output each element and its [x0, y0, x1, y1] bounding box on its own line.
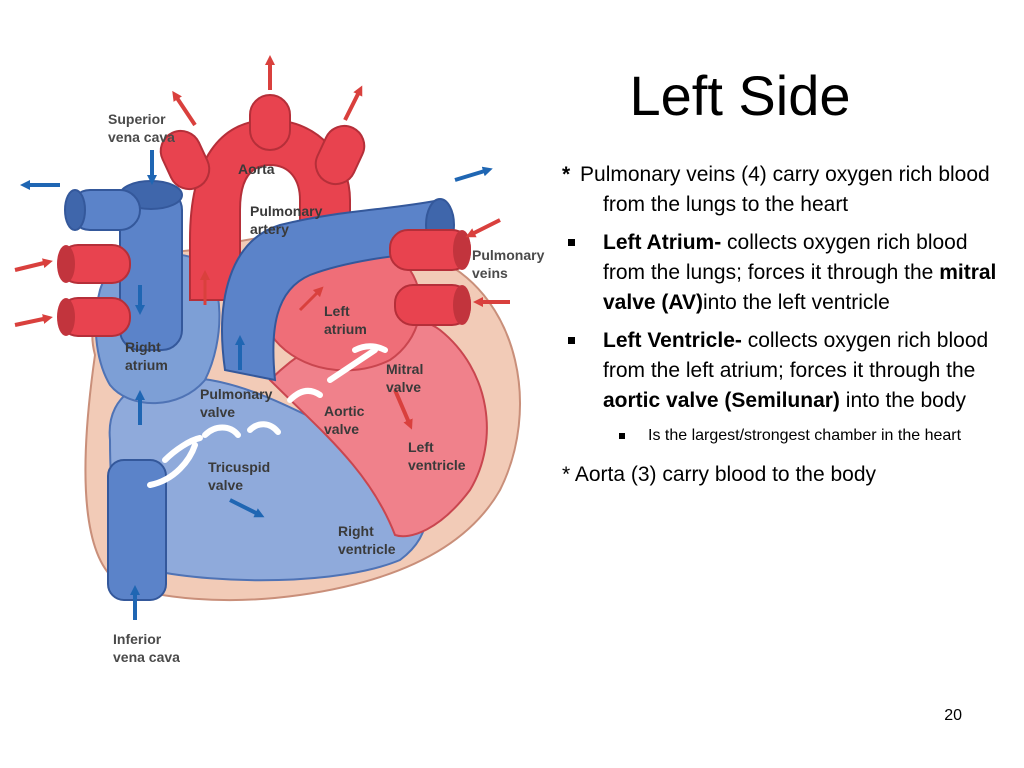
- label-pulmonary-valve: Pulmonary valve: [200, 386, 273, 420]
- arrow-red-pv-right-1: [465, 218, 501, 238]
- label-left-atrium: Left atrium: [324, 303, 367, 337]
- item3-bold2: aortic valve (Semilunar): [603, 389, 840, 412]
- aorta: [189, 118, 351, 301]
- aorta-branch-3: [314, 124, 366, 186]
- label-right-ventricle: Right ventricle: [338, 523, 396, 557]
- label-superior-vena-cava: Superior vena cava: [108, 111, 175, 145]
- label-inferior-vena-cava: Inferior vena cava: [113, 631, 180, 665]
- aorta-branch-1: [159, 129, 211, 191]
- label-aorta: Aorta: [238, 161, 275, 177]
- heart-diagram: Superior vena cava Aorta Pulmonary arter…: [0, 40, 560, 680]
- item2-text1: collects oxygen rich blood from the lung…: [603, 231, 968, 284]
- aortic-valve: [287, 387, 323, 403]
- item2-bold2: mitral valve (AV): [603, 261, 997, 314]
- square-bullet-icon: [568, 239, 575, 246]
- item-left-atrium: Left Atrium- collects oxygen rich blood …: [562, 228, 1002, 318]
- arrow-red-la: [298, 286, 324, 312]
- arrow-red-lv: [393, 389, 413, 430]
- item2-bold1: Left Atrium-: [603, 231, 722, 254]
- page-number: 20: [944, 707, 962, 724]
- item-pulmonary-veins: * Pulmonary veins (4) carry oxygen rich …: [562, 160, 1002, 220]
- arrow-red-pv-left-2: [14, 314, 53, 327]
- arrow-blue-rv: [229, 498, 265, 518]
- label-pulmonary-veins: Pulmonary veins: [472, 247, 545, 281]
- square-sub-bullet-icon: [619, 433, 625, 439]
- arrow-red-aorta-1: [172, 90, 197, 127]
- arrow-red-pv-left-1: [14, 258, 53, 272]
- item1-star: *: [562, 163, 571, 186]
- item-left-ventricle-sub: Is the largest/strongest chamber in the …: [562, 424, 1002, 448]
- item3-text1: collects oxygen rich blood from the left…: [603, 329, 989, 382]
- mitral-valve: [327, 343, 388, 383]
- arrow-blue-pa-right: [454, 166, 493, 182]
- slide-title: Left Side: [629, 64, 851, 127]
- item3-bold1: Left Ventricle-: [603, 329, 742, 352]
- item2-text2: into the left ventricle: [703, 291, 890, 314]
- tricuspid-valve: [147, 435, 203, 488]
- slide-content: * Pulmonary veins (4) carry oxygen rich …: [562, 160, 1002, 490]
- heart-illustration: [14, 55, 521, 620]
- item3-text2: into the body: [839, 389, 967, 412]
- item-aorta: * Aorta (3) carry blood to the body: [562, 463, 877, 486]
- label-tricuspid-valve: Tricuspid valve: [208, 459, 271, 493]
- label-left-ventricle: Left ventricle: [408, 439, 466, 473]
- label-mitral-valve: Mitral valve: [386, 361, 424, 395]
- square-bullet-icon: [568, 337, 575, 344]
- label-pulmonary-artery: Pulmonary artery: [250, 203, 323, 237]
- pulmonary-valve: [202, 421, 281, 438]
- item1-text: Pulmonary veins (4) carry oxygen rich bl…: [574, 163, 990, 216]
- label-aortic-valve: Aortic valve: [324, 403, 365, 437]
- arrow-red-aorta-3: [343, 85, 363, 121]
- label-right-atrium: Right atrium: [125, 339, 168, 373]
- aorta-branch-2: [249, 94, 291, 151]
- item3-sub-text: Is the largest/strongest chamber in the …: [648, 427, 962, 444]
- item-left-ventricle: Left Ventricle- collects oxygen rich blo…: [562, 326, 1002, 416]
